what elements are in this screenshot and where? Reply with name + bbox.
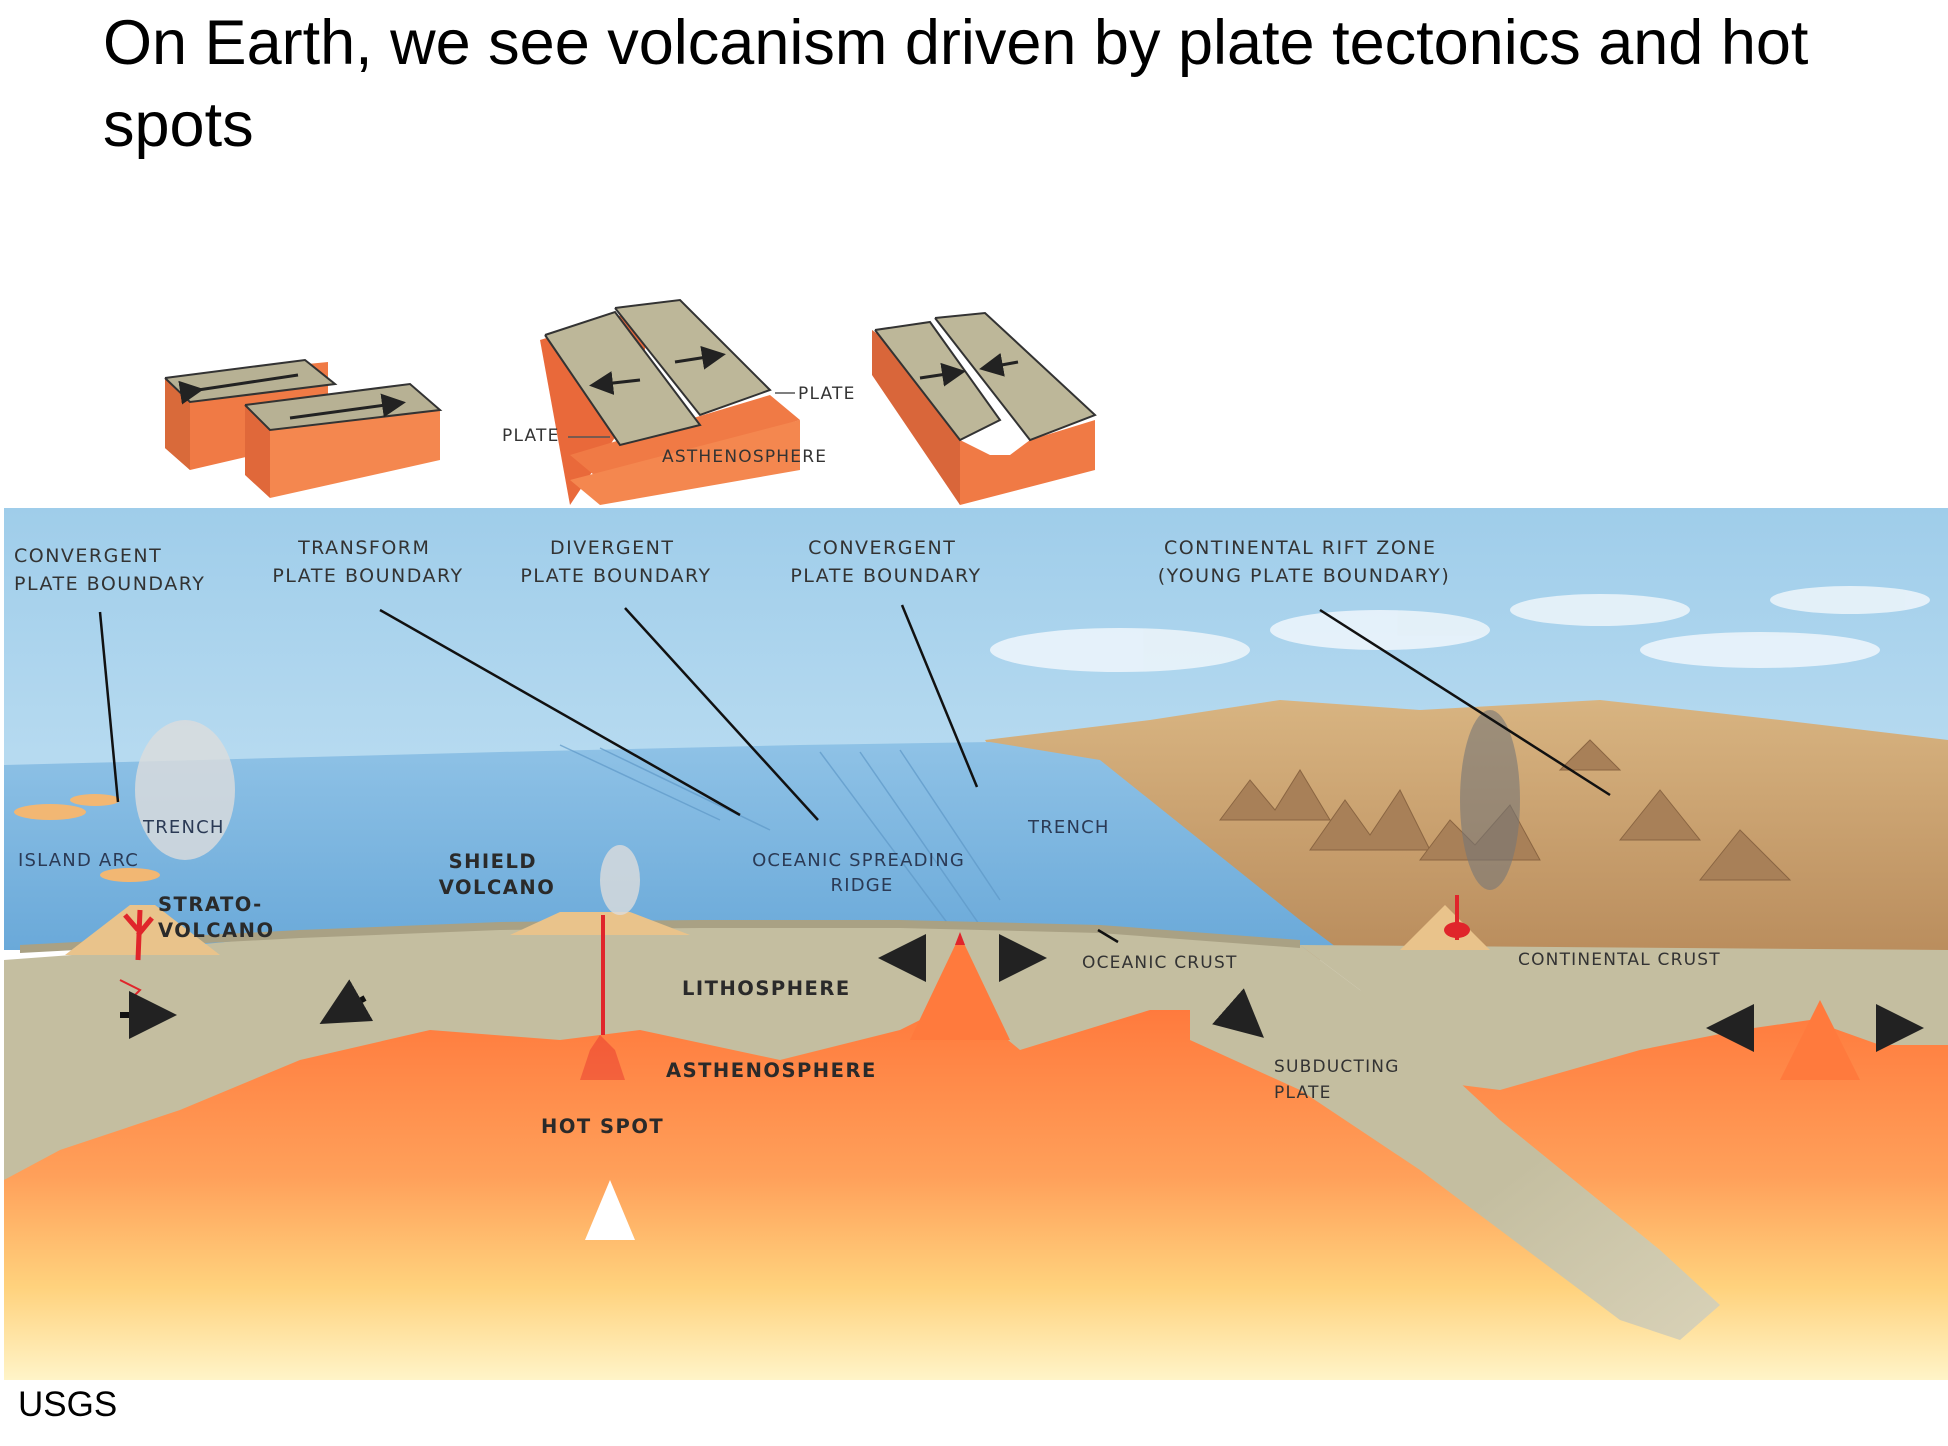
label-trench-left: TRENCH (142, 817, 225, 838)
image-credit: USGS (18, 1385, 118, 1424)
ocean (4, 742, 1340, 950)
slide-title: On Earth, we see volcanism driven by pla… (103, 8, 1809, 160)
continental-volcano (1400, 710, 1520, 950)
island-arc (14, 794, 160, 882)
label-convergent-mid: CONVERGENT PLATE BOUNDARY (790, 537, 981, 587)
label-top-asthenosphere: ASTHENOSPHERE (662, 447, 827, 467)
label-island-arc: ISLAND ARC (18, 850, 139, 871)
label-asthenosphere: ASTHENOSPHERE (666, 1059, 877, 1082)
hot-spot-plume (580, 1035, 635, 1240)
label-shield-volcano: SHIELD VOLCANO (439, 850, 556, 899)
rift-upwelling (1780, 1000, 1860, 1080)
label-divergent: DIVERGENT PLATE BOUNDARY (520, 537, 711, 587)
shield-volcano (510, 845, 690, 1035)
label-rift-zone: CONTINENTAL RIFT ZONE (YOUNG PLATE BOUND… (1158, 537, 1451, 587)
label-spreading-ridge: OCEANIC SPREADING RIDGE (752, 850, 972, 896)
label-lithosphere: LITHOSPHERE (682, 977, 851, 1000)
plate-motion-arrows (120, 934, 1924, 1052)
stratovolcano (65, 720, 235, 1001)
ocean-floor-lines (559, 744, 1001, 941)
label-hot-spot: HOT SPOT (541, 1115, 664, 1138)
label-plate-right: PLATE (798, 384, 856, 404)
oceanic-crust (20, 920, 1300, 953)
label-continental-crust: CONTINENTAL CRUST (1518, 950, 1721, 970)
label-transform: TRANSFORM PLATE BOUNDARY (272, 537, 463, 587)
divergent-block-model: PLATE PLATE ASTHENOSPHERE (502, 298, 856, 505)
leader-lines (98, 604, 1611, 944)
convergent-block-model (872, 311, 1097, 505)
label-oceanic-crust: OCEANIC CRUST (1082, 953, 1238, 973)
label-stratovolcano: STRATO- VOLCANO (158, 893, 275, 942)
spreading-ridge (910, 932, 1010, 1040)
label-trench-right: TRENCH (1027, 817, 1110, 838)
label-subducting-plate: SUBDUCTING PLATE (1274, 1057, 1406, 1103)
clouds (990, 586, 1930, 672)
label-plate-left: PLATE (502, 426, 560, 446)
transform-block-model (164, 358, 443, 498)
label-convergent-left: CONVERGENT PLATE BOUNDARY (14, 545, 205, 595)
continental-plate-right (1300, 945, 1948, 1090)
subducting-plate-right (1190, 935, 1720, 1340)
